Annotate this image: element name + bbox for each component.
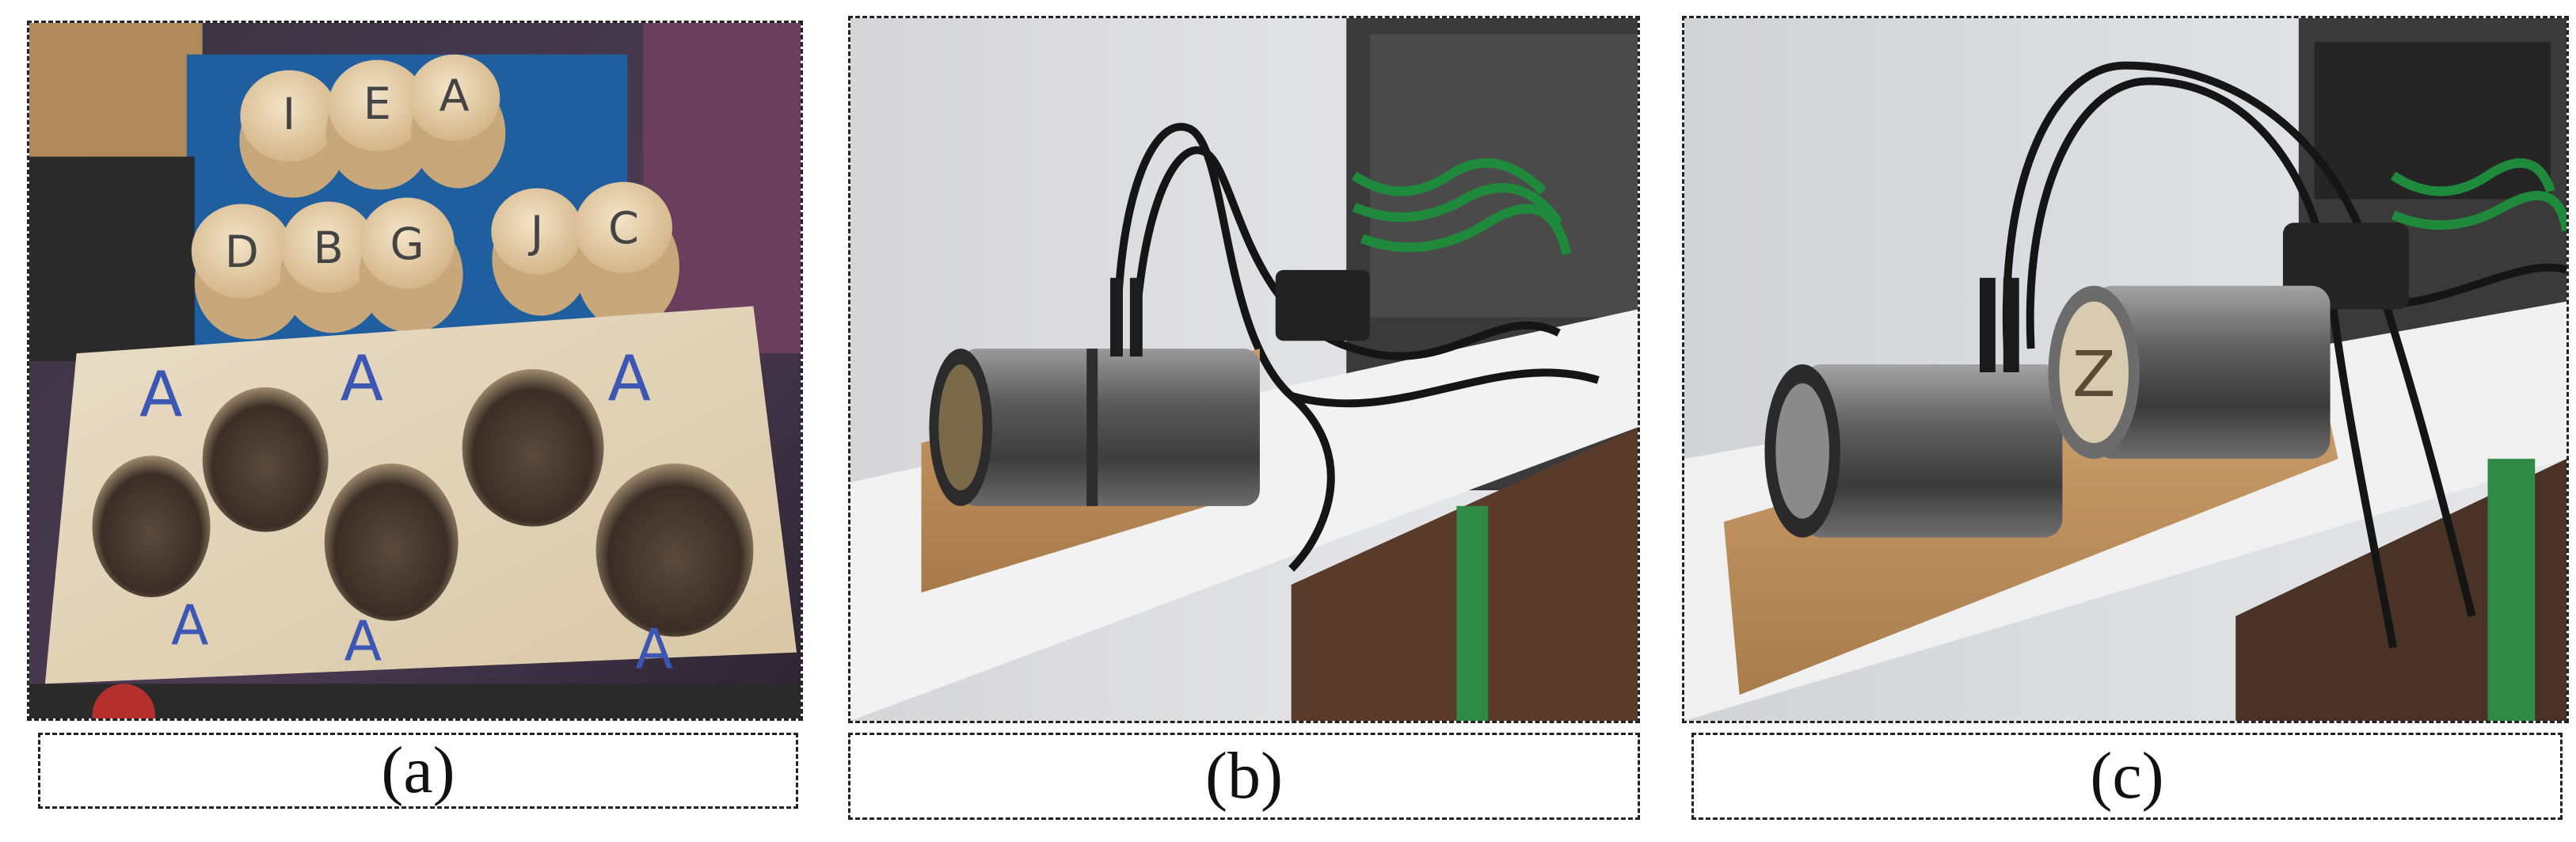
sensor-cylinder-b	[921, 277, 1260, 593]
board-label: A	[341, 342, 383, 416]
board-label: A	[635, 617, 673, 681]
photo-a: I E A D B G J C A	[27, 21, 803, 721]
caption-box-b: (b)	[848, 733, 1640, 820]
caption-c: (c)	[2090, 739, 2164, 813]
disc-letter: B	[314, 223, 344, 274]
disc-letter: E	[363, 78, 391, 130]
photo-b	[848, 16, 1640, 723]
board-label: A	[344, 610, 382, 674]
disc-letter: G	[390, 219, 424, 270]
sensor-assembly-c: Z	[1723, 277, 2338, 695]
caption-a: (a)	[381, 733, 455, 807]
cap-letter: Z	[2072, 337, 2116, 411]
photo-b-image	[850, 18, 1638, 721]
disc-letter: D	[225, 227, 259, 278]
photo-c: Z	[1682, 16, 2569, 723]
disc-stack-row-bottom: D B G J C	[191, 181, 679, 340]
green-cable-bundle-c	[2390, 158, 2566, 232]
photo-a-image: I E A D B G J C A	[29, 23, 801, 718]
photo-c-image: Z	[1684, 18, 2566, 721]
caption-box-a: (a)	[38, 733, 798, 809]
board-label: A	[608, 342, 651, 416]
disc-letter: C	[608, 203, 639, 254]
caption-box-c: (c)	[1691, 733, 2563, 820]
green-cable-bundle	[1351, 158, 1572, 256]
black-cables-b	[1113, 123, 1600, 572]
caption-b: (b)	[1205, 739, 1283, 813]
disc-letter: A	[439, 70, 470, 122]
disc-letter: J	[528, 207, 543, 258]
board-label: A	[139, 358, 182, 432]
disc-stack-row-top: I E A	[239, 54, 506, 198]
disc-letter: I	[283, 89, 295, 140]
board-label: A	[171, 594, 209, 658]
wooden-board: A A A A A A	[44, 306, 797, 684]
